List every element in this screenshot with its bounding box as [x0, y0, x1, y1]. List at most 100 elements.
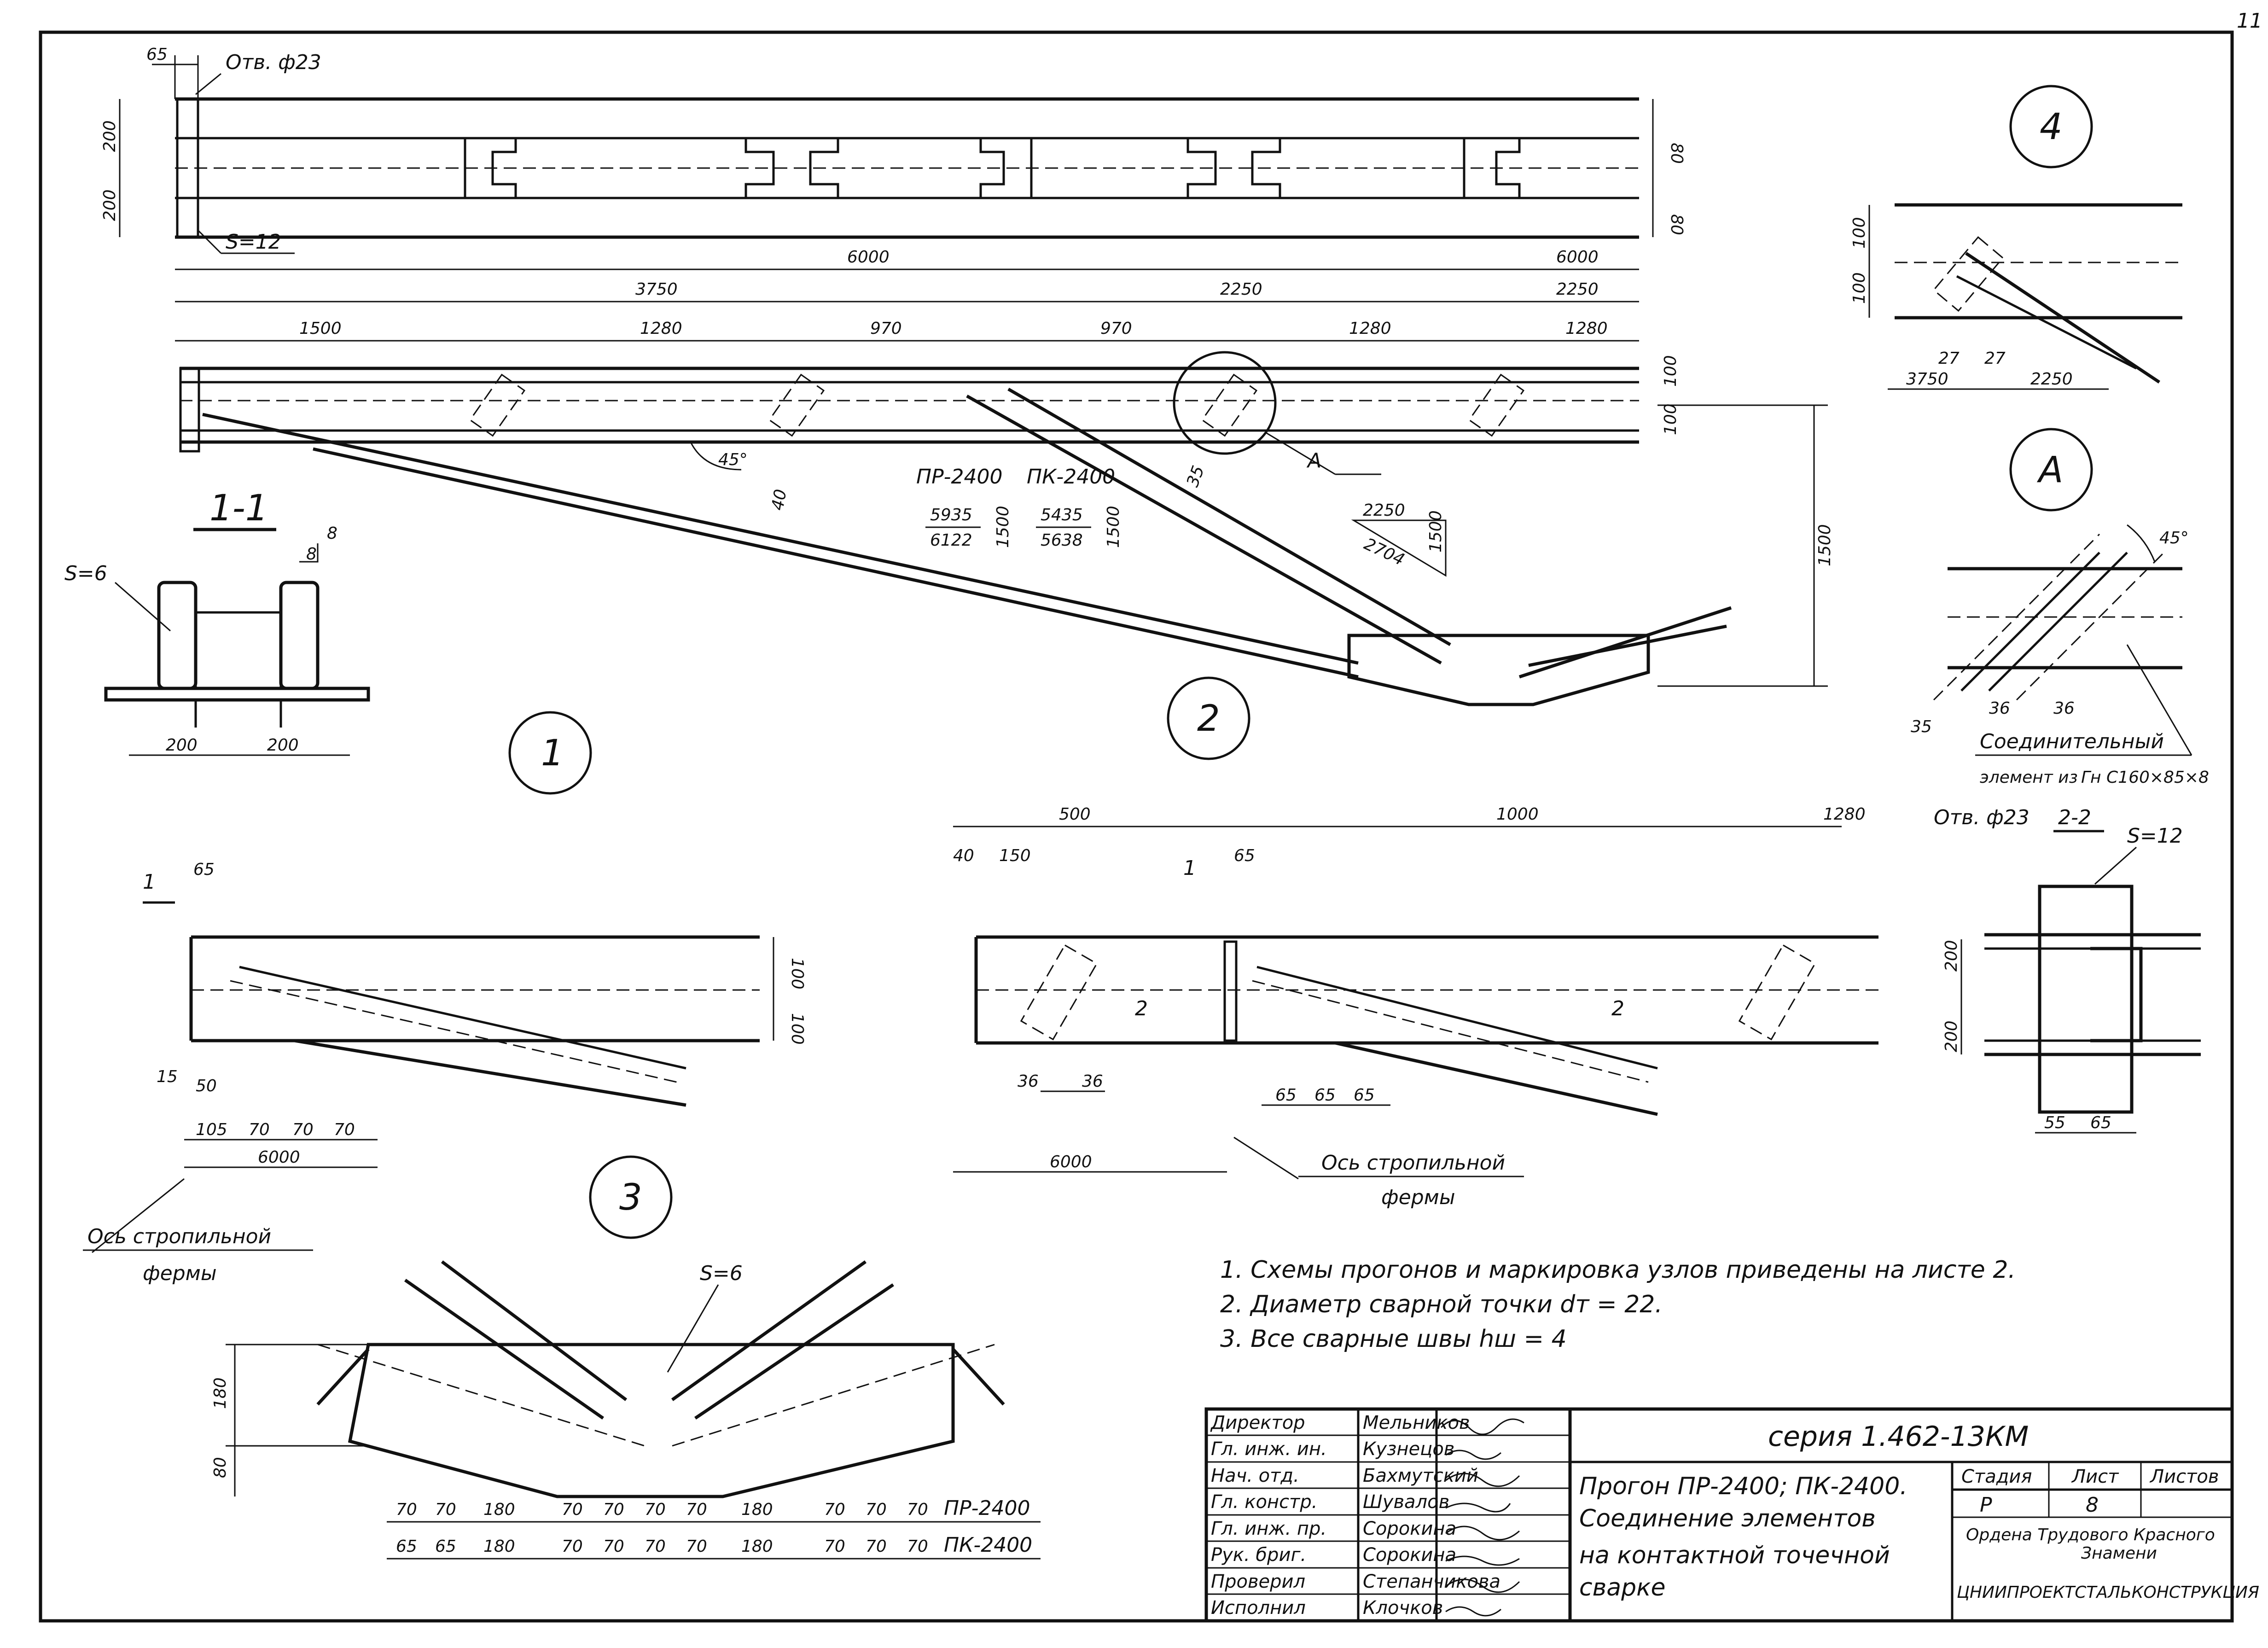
- node2-section-mark: 1: [1183, 856, 1196, 880]
- node2-dim-150: 150: [999, 846, 1031, 865]
- series: серия 1.462-13КМ: [1768, 1421, 2029, 1453]
- weld-8-side: 8: [306, 545, 317, 564]
- pk-top: 5435: [1041, 506, 1083, 524]
- sheet-value: 8: [2086, 1493, 2099, 1517]
- slope-side: 1500: [1426, 510, 1445, 553]
- dim-3750: 3750: [635, 280, 678, 299]
- section-2-2-hole: Отв. ф23: [1934, 806, 2030, 829]
- sheet-label: Лист: [2071, 1466, 2119, 1487]
- dim-100-a: 100: [1661, 355, 1680, 387]
- node2-dim-36-b: 36: [1082, 1072, 1103, 1091]
- title-line-4: сварке: [1579, 1574, 1666, 1601]
- dim-6000-top: 6000: [847, 248, 890, 267]
- dim-65-top: 65: [146, 45, 168, 64]
- staff-role-0: Директор: [1210, 1412, 1305, 1433]
- seg-970-a: 970: [870, 319, 902, 338]
- detail-a-label-1: Соединительный: [1980, 730, 2164, 753]
- node3-r2-4: 70: [603, 1537, 624, 1556]
- staff-name-5: Сорокина: [1363, 1544, 1456, 1566]
- seg-970-b: 970: [1100, 319, 1132, 338]
- seg-1280-b: 1280: [1349, 319, 1391, 338]
- staff-name-1: Кузнецов: [1363, 1438, 1454, 1460]
- node-label-2: 2: [1197, 698, 1220, 740]
- node3-r1-4: 70: [603, 1500, 624, 1519]
- elevation-view: 3750 2250 2250 1500 1280 970 970 1280 12…: [175, 280, 1834, 706]
- node1-axis-label-2: фермы: [143, 1262, 217, 1285]
- node2-dim-40: 40: [953, 846, 974, 865]
- pr-top: 5935: [930, 506, 972, 524]
- note-1: 1. Схемы прогонов и маркировка узлов при…: [1220, 1256, 2016, 1284]
- slope-diag: 2704: [1361, 535, 1407, 570]
- node1-axis-label-1: Ось стропильной: [87, 1225, 271, 1248]
- node1-dim-70-b: 70: [292, 1120, 314, 1139]
- node3-r2-5: 70: [645, 1537, 666, 1556]
- notes: 1. Схемы прогонов и маркировка узлов при…: [1220, 1256, 2016, 1353]
- staff-name-6: Степанчикова: [1363, 1571, 1500, 1592]
- node1-dim-15: 15: [157, 1067, 178, 1086]
- node3-r1-0: 70: [396, 1500, 417, 1519]
- node-label-3: 3: [619, 1177, 642, 1218]
- node1-section-mark: 1: [143, 870, 156, 894]
- node3-plate-s6: S=6: [700, 1262, 743, 1285]
- dim-200-top-b: 200: [100, 189, 119, 221]
- section-1-1: 1-1 8 8 S=6 200 200: [64, 488, 370, 756]
- node1-dim-6000: 6000: [258, 1148, 300, 1167]
- section-2-2-dim-200-b: 200: [1942, 1020, 1961, 1052]
- node3-dim-180: 180: [211, 1377, 230, 1409]
- staff-name-2: Бахмутский: [1363, 1465, 1478, 1486]
- sheets-label: Листов: [2149, 1466, 2219, 1487]
- node2-dim-36-a: 36: [1018, 1072, 1039, 1091]
- detail-a-label-3: Гн С160×85×8: [2081, 768, 2209, 787]
- node-labels: 4 А 1 2 3: [508, 85, 2093, 1239]
- node4-dim-3750: 3750: [1906, 370, 1948, 389]
- slope-top: 2250: [1363, 501, 1405, 520]
- weld-8-top: 8: [327, 524, 337, 543]
- node1-dim-100-a: 100: [788, 958, 807, 990]
- staff-role-5: Рук. бриг.: [1211, 1544, 1306, 1566]
- staff-name-3: Шувалов: [1363, 1491, 1449, 1513]
- section-2-2: Отв. ф23 2-2 S=12 200 200 55 65: [1934, 806, 2201, 1134]
- detail-a-dim-35: 35: [1911, 717, 1932, 736]
- section-dim-200-a: 200: [166, 736, 198, 755]
- node-1-detail: 65 1 100 100 15 50 105 70 70 70 6000 Ось…: [83, 860, 807, 1285]
- seg-1280-c: 1280: [1565, 319, 1608, 338]
- pr-side: 1500: [994, 506, 1012, 548]
- node3-r2-7: 180: [741, 1537, 773, 1556]
- sheet-frame: [39, 30, 2234, 1623]
- stage-label: Стадия: [1961, 1466, 2032, 1487]
- node3-r1-10: 70: [907, 1500, 928, 1519]
- seg-1500: 1500: [299, 319, 342, 338]
- node2-dim-65-a: 65: [1275, 1086, 1297, 1105]
- node3-r2-10: 70: [907, 1537, 928, 1556]
- node3-r1-3: 70: [562, 1500, 583, 1519]
- section-1-1-title: 1-1: [209, 488, 268, 529]
- dim-2250-b: 2250: [1556, 280, 1599, 299]
- table-pk-label: ПК-2400: [1027, 465, 1115, 489]
- note-2: 2. Диаметр сварной точки dт = 22.: [1220, 1291, 1663, 1318]
- node3-r1-2: 180: [483, 1500, 515, 1519]
- node3-r1-1: 70: [435, 1500, 456, 1519]
- pk-side: 1500: [1104, 506, 1123, 548]
- node3-r1-6: 70: [686, 1500, 707, 1519]
- node-label-1: 1: [541, 733, 564, 774]
- dim-200-top-a: 200: [100, 120, 119, 152]
- node2-dim-1280: 1280: [1823, 805, 1866, 824]
- node4-dim-100-a: 100: [1850, 217, 1869, 249]
- dim-100-b: 100: [1661, 403, 1680, 435]
- staff-name-0: Мельников: [1363, 1412, 1470, 1433]
- node2-dim-65-b: 65: [1314, 1086, 1336, 1105]
- section-2-2-title: 2-2: [2058, 806, 2091, 829]
- node-label-a: А: [2036, 449, 2063, 491]
- angle-45: 45°: [718, 450, 748, 469]
- node3-dim-80: 80: [211, 1457, 230, 1478]
- detail-a-circle: [1173, 351, 1277, 455]
- web-dim-35: 35: [1183, 463, 1208, 489]
- node4-dim-100-b: 100: [1850, 272, 1869, 304]
- staff-role-1: Гл. инж. ин.: [1211, 1438, 1327, 1460]
- dim-6000-top-right: 6000: [1556, 248, 1599, 267]
- node-label-4: 4: [2040, 106, 2063, 148]
- org-line-2: Знамени: [2081, 1544, 2157, 1563]
- staff-role-2: Нач. отд.: [1211, 1465, 1299, 1486]
- dim-80-top-a: 80: [1667, 143, 1686, 164]
